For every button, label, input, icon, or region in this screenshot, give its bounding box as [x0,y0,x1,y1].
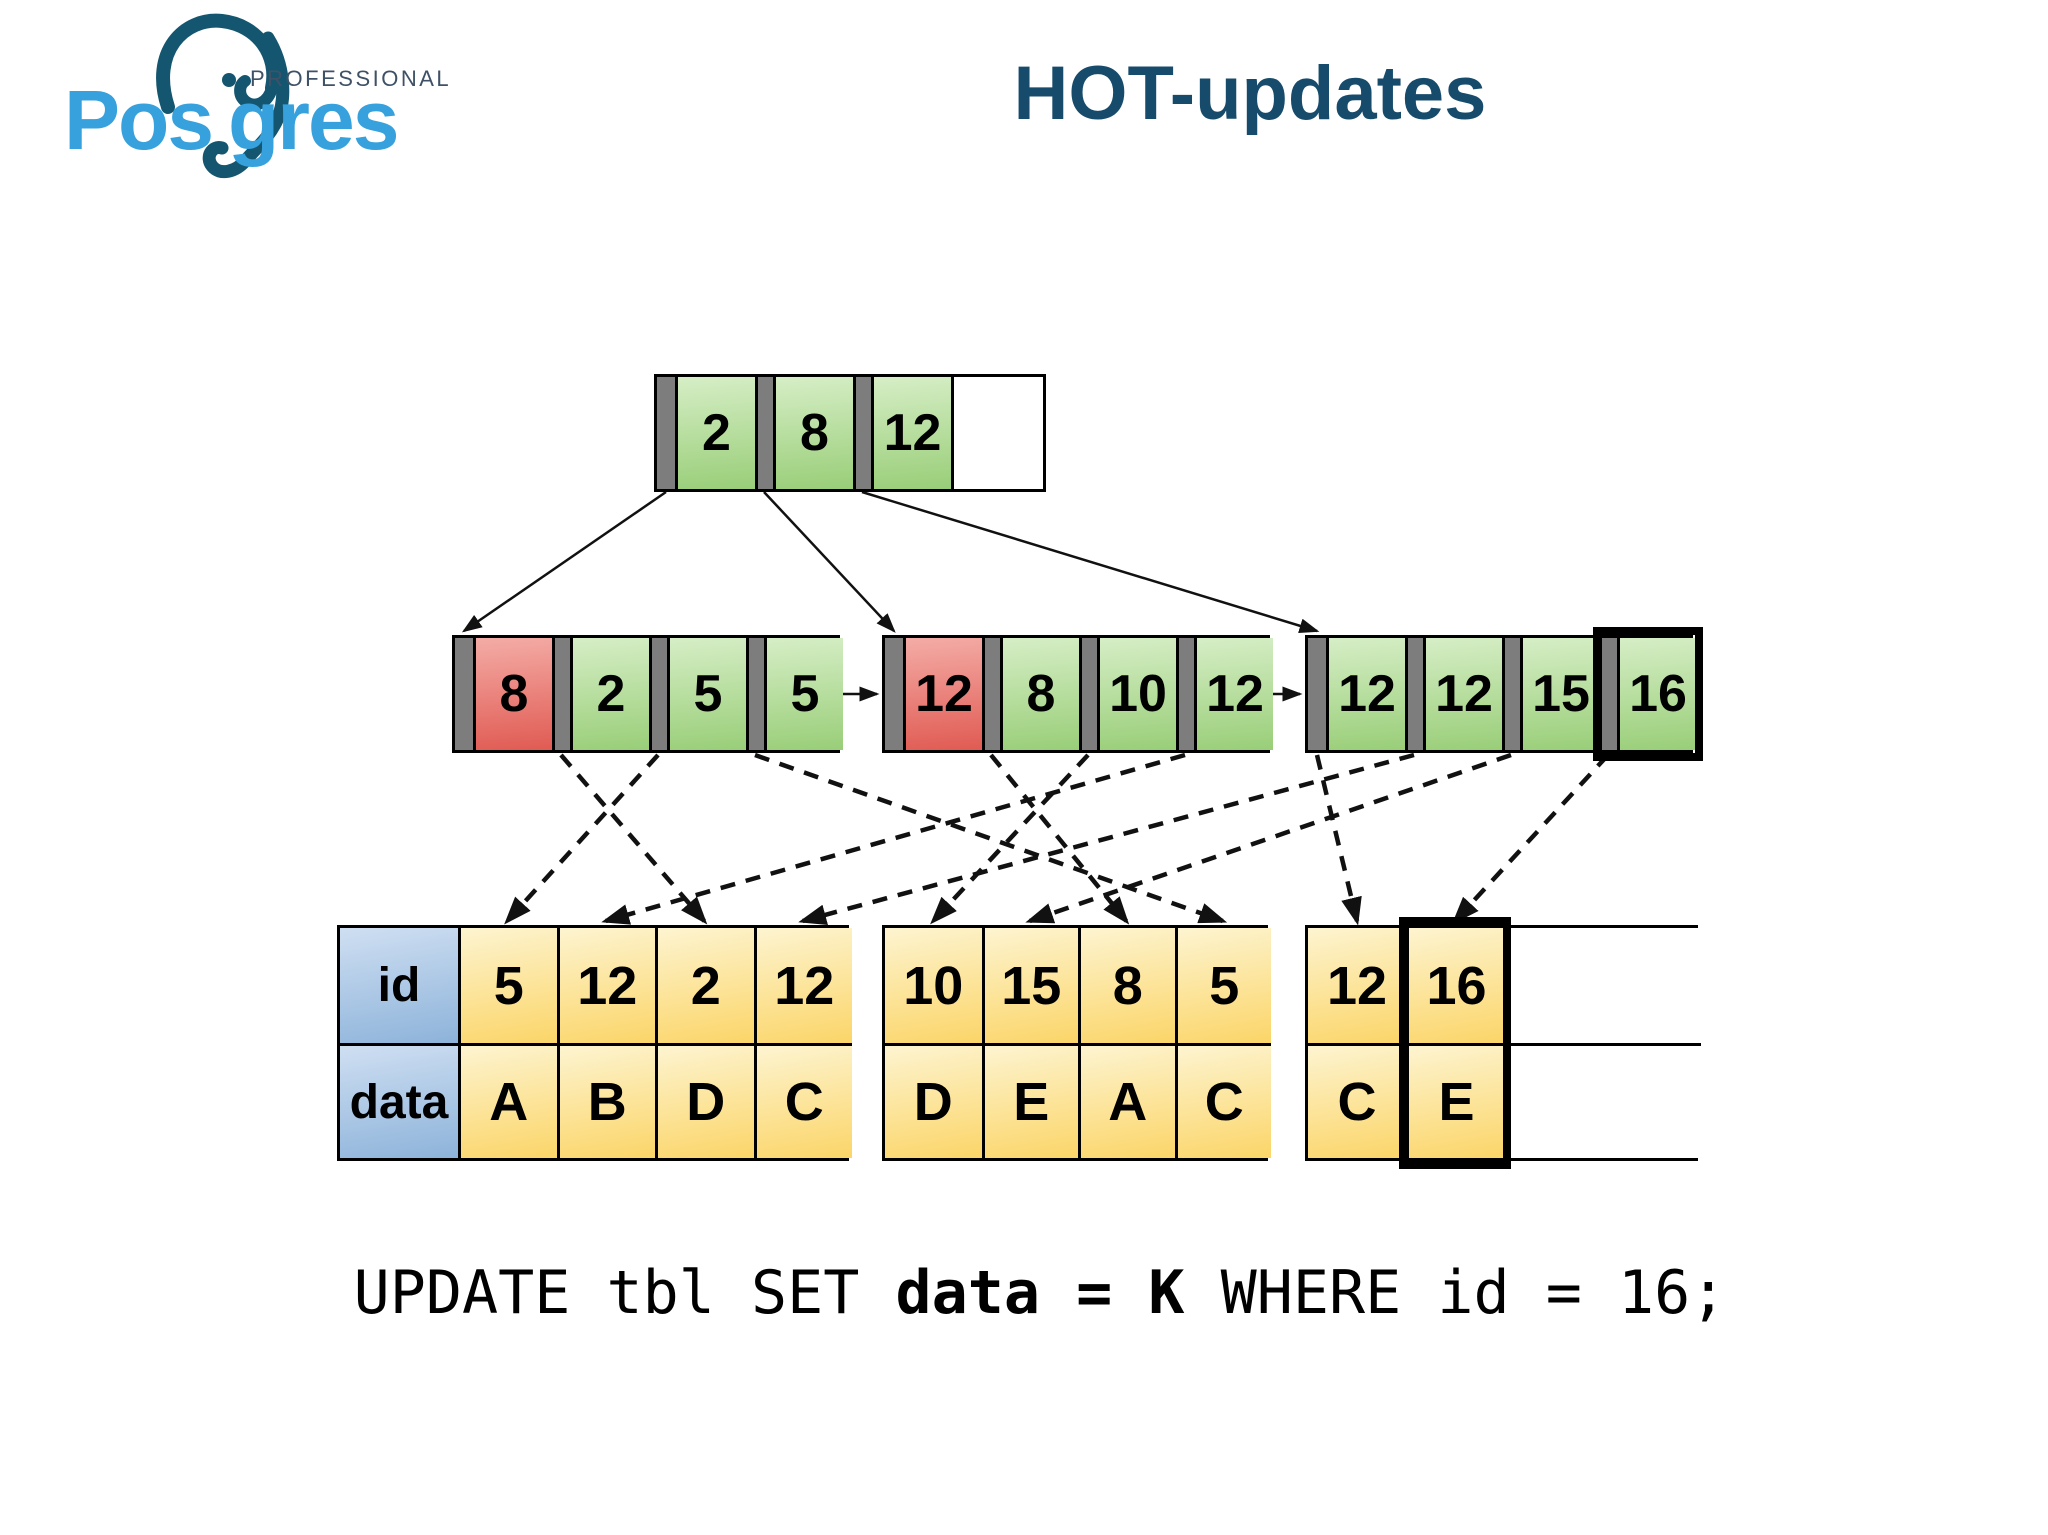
heap-tuple-cell: 5 [458,928,557,1043]
heap-tuple-cell: 15 [981,928,1078,1043]
index-key-cell: 12 [903,638,982,750]
heap-tuple-cell: D [885,1043,982,1158]
index-key-cell: 12 [1326,638,1405,750]
index-to-heap-pointer-arrow [1314,754,1362,926]
heap-tuple-cell: C [1308,1043,1406,1158]
heap-tuple-cell: E [981,1043,1078,1158]
heap-tuple-cell: 12 [1308,928,1406,1043]
sql-emphasis: data = K [895,1258,1185,1328]
index-key-cell: 5 [764,638,843,750]
slide-title: HOT-updates [1013,51,1487,136]
index-to-heap-pointer-arrow [930,753,1090,925]
heap-tuple-cell: C [753,1043,852,1158]
btree-child-arrow [861,490,1320,634]
index-item-pointer [853,377,871,489]
index-item-pointer [649,638,667,750]
sql-statement: UPDATE tbl SET data = K WHERE id = 16; [40,1258,2040,1328]
index-item-pointer [552,638,570,750]
index-to-heap-pointer-arrow [989,753,1130,925]
index-to-heap-pointer-arrow [559,753,708,925]
heap-tuple-cell: E [1406,1043,1504,1158]
heap-empty-space [1504,1043,1701,1158]
index-item-pointer [885,638,903,750]
index-to-heap-pointer-arrow [754,752,1228,924]
index-item-pointer [657,377,675,489]
heap-row-header: id [340,928,458,1043]
index-key-cell: 2 [675,377,755,489]
index-key-cell: 8 [1000,638,1079,750]
heap-tuple-cell: B [556,1043,655,1158]
index-to-heap-pointer-arrow [1451,753,1610,925]
index-to-heap-pointer-arrow [601,752,1186,925]
postgres-professional-logo: Pos gres PROFESSIONAL [40,4,460,189]
postgres-elephant-icon [156,13,290,179]
sql-suffix: WHERE id = 16; [1184,1258,1727,1328]
heap-row-header: data [340,1043,458,1158]
index-key-cell: 8 [773,377,853,489]
index-key-cell: 12 [1423,638,1502,750]
index-item-pointer [1405,638,1423,750]
index-to-heap-pointer-arrow [798,752,1415,926]
index-key-cell: 12 [1194,638,1273,750]
index-key-cell: 16 [1617,638,1696,750]
heap-tuple-cell: A [458,1043,557,1158]
index-to-heap-pointer-arrow [1025,752,1512,924]
index-empty-space [951,377,1043,489]
index-to-heap-pointer-arrow [504,753,660,925]
index-key-cell: 10 [1097,638,1176,750]
heap-tuple-cell: A [1078,1043,1175,1158]
index-item-pointer [455,638,473,750]
index-item-pointer [1599,638,1617,750]
index-key-cell: 8 [473,638,552,750]
index-item-pointer [755,377,773,489]
index-key-cell: 2 [570,638,649,750]
sql-prefix: UPDATE tbl SET [353,1258,896,1328]
index-item-pointer [746,638,764,750]
index-item-pointer [1079,638,1097,750]
heap-tuple-cell: 8 [1078,928,1175,1043]
logo-word-end: gres [228,73,399,167]
index-key-cell: 15 [1520,638,1599,750]
heap-tuple-cell: C [1174,1043,1271,1158]
index-item-pointer [982,638,1000,750]
heap-tuple-cell: 10 [885,928,982,1043]
index-item-pointer [1308,638,1326,750]
heap-empty-space [1504,928,1701,1043]
btree-child-arrow [763,491,896,633]
index-key-cell: 5 [667,638,746,750]
logo-word-start: Pos [64,73,214,167]
index-item-pointer [1176,638,1194,750]
heap-tuple-cell: 2 [655,928,754,1043]
heap-tuple-cell: 16 [1406,928,1504,1043]
heap-tuple-cell: 12 [753,928,852,1043]
index-item-pointer [1502,638,1520,750]
btree-child-arrow [461,490,667,633]
heap-tuple-cell: 5 [1174,928,1271,1043]
heap-tuple-cell: 12 [556,928,655,1043]
heap-tuple-cell: D [655,1043,754,1158]
index-key-cell: 12 [871,377,951,489]
logo-professional-label: PROFESSIONAL [250,66,452,91]
